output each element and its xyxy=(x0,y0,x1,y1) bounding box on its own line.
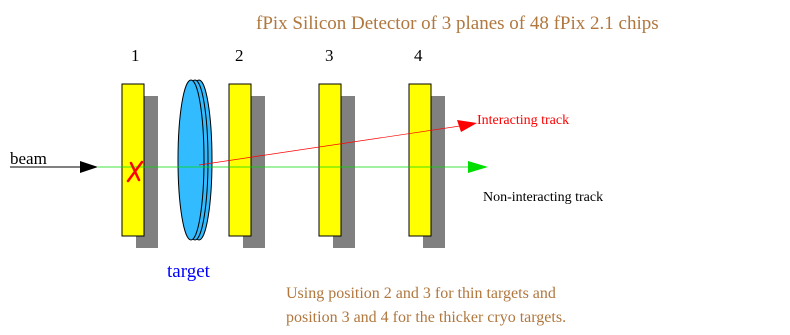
note-line-1: Using position 2 and 3 for thin targets … xyxy=(286,285,556,302)
noninteracting-track-label: Non-interacting track xyxy=(483,190,604,205)
interacting-arrowhead xyxy=(457,120,477,132)
beam-arrowhead xyxy=(80,161,98,173)
interacting-track-label: Interacting track xyxy=(477,113,570,128)
note-line-2: position 3 and 4 for the thicker cryo ta… xyxy=(286,309,567,326)
detector-plane-1 xyxy=(121,83,158,248)
detector-plane-3 xyxy=(318,83,355,248)
beam-label: beam xyxy=(10,149,47,168)
plane-2-face xyxy=(228,83,252,237)
diagram-title: fPix Silicon Detector of 3 planes of 48 … xyxy=(256,13,659,34)
target-disk xyxy=(177,79,213,241)
target-label: target xyxy=(167,261,210,282)
plane-number-1: 1 xyxy=(131,46,140,65)
plane-number-3: 3 xyxy=(325,46,334,65)
plane-number-4: 4 xyxy=(414,46,423,65)
plane-3-face xyxy=(318,83,342,237)
detector-plane-4 xyxy=(408,83,445,248)
noninteracting-arrowhead xyxy=(468,161,488,173)
detector-plane-2 xyxy=(228,83,265,248)
red-x-mark-icon xyxy=(126,160,144,183)
plane-1-face xyxy=(121,83,145,237)
plane-number-2: 2 xyxy=(235,46,244,65)
plane-4-face xyxy=(408,83,432,237)
interacting-track xyxy=(198,125,461,166)
